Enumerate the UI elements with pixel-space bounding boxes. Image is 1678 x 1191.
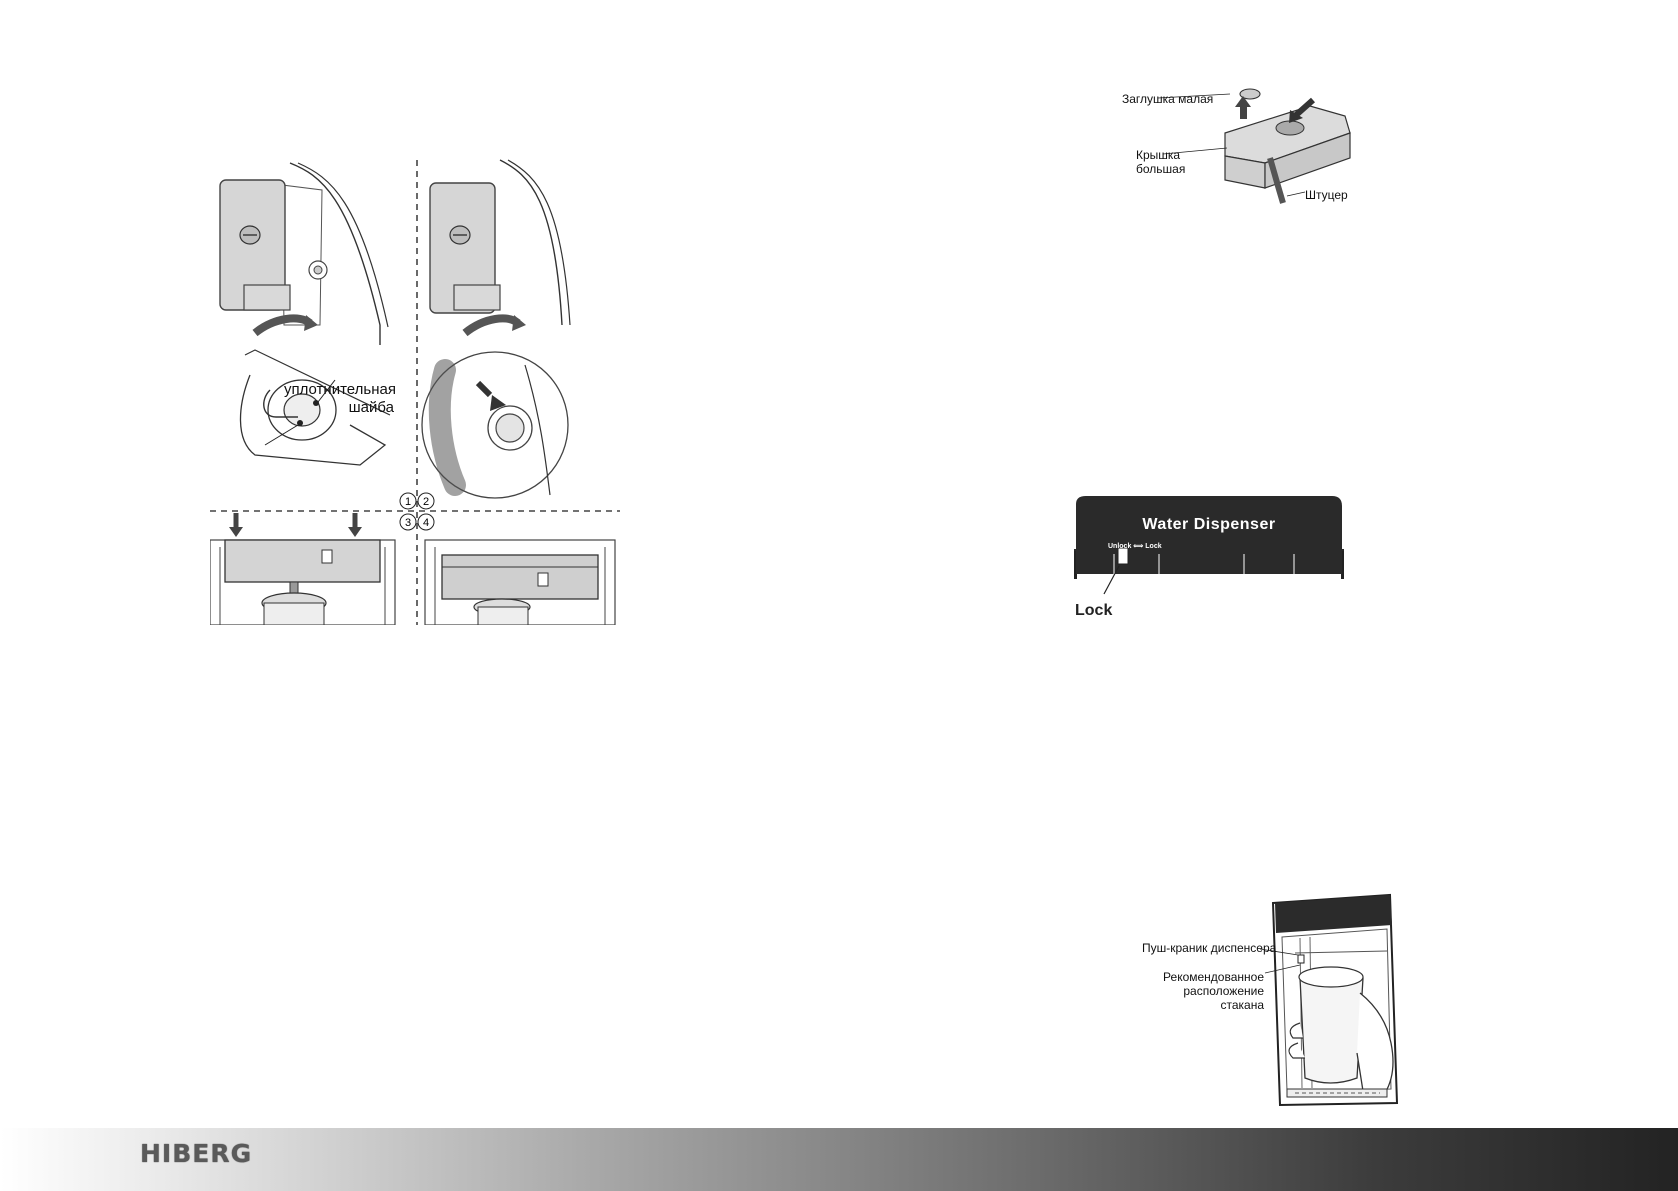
footer-bar: [0, 1128, 1678, 1191]
push-tap-label: Пуш-краник диспенсера: [1142, 941, 1277, 955]
dispenser-slider-label: Unlock ⟺ Lock: [1108, 543, 1162, 550]
brand-logo: HIBERG: [140, 1139, 253, 1168]
cartridge-figure: [1115, 88, 1405, 218]
seal-washer-illustration: [239, 349, 391, 466]
seal-washer-label: уплотнительная шайба: [284, 381, 396, 417]
big-cover-line2: большая: [1136, 162, 1186, 176]
step-number-3: 3: [405, 517, 411, 529]
step-number-1: 1: [405, 496, 411, 508]
small-plug-label: Заглушка малая: [1122, 92, 1214, 106]
step2-illustration: [429, 159, 571, 337]
cup-position-line2: расположение: [1183, 984, 1264, 998]
step3-illustration: [209, 513, 396, 626]
installation-steps-figure: 1 2 3 4: [209, 155, 620, 626]
lock-label: Lock: [1075, 602, 1113, 619]
cup-position-line1: Рекомендованное: [1163, 970, 1264, 984]
dispenser-title: Water Dispenser: [1142, 516, 1276, 533]
seal-label-line2: шайба: [348, 399, 394, 416]
step1-illustration: [219, 162, 389, 345]
connector-detail-illustration: [421, 351, 569, 499]
step-numbers: 1 2 3 4: [399, 492, 435, 531]
seal-label-line1: уплотнительная: [284, 381, 396, 398]
cup-position-line3: стакана: [1220, 998, 1264, 1012]
step-number-4: 4: [423, 517, 429, 529]
cup-placement-figure: [1135, 893, 1430, 1108]
cup-position-label: Рекомендованное расположение стакана: [1140, 970, 1264, 1012]
step-number-2: 2: [423, 496, 429, 508]
fitting-label: Штуцер: [1305, 188, 1348, 202]
big-cover-label: Крышка большая: [1136, 148, 1185, 176]
step4-illustration: [424, 539, 616, 626]
water-dispenser-figure: [1074, 494, 1344, 619]
big-cover-line1: Крышка: [1136, 148, 1181, 162]
